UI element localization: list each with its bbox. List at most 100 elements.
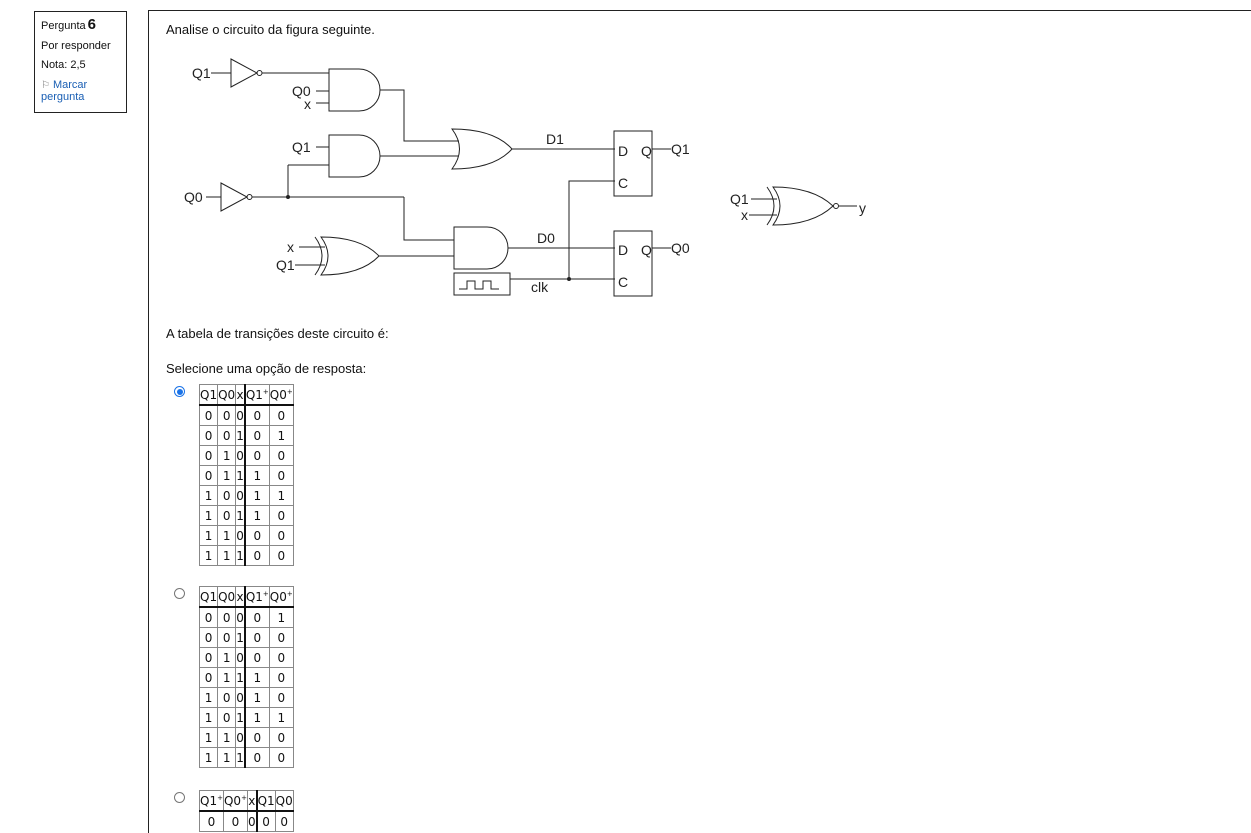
table-cell: 0 [235,525,246,546]
table-cell: 1 [244,485,270,506]
circuit-diagram: Q1 Q0 x Q1 Q0 x Q1 D1 D0 clk D Q C D Q C… [184,58,866,297]
table-cell: 0 [198,404,219,426]
table-cell: 0 [244,647,270,668]
flag-icon: ⚐ [41,80,50,92]
label-q0-out: Q0 [671,240,690,256]
table-cell: 0 [235,445,246,466]
table-cell: 1 [244,687,270,708]
flag-question-label: Marcar pergunta [41,79,88,103]
table-cell: 1 [217,545,237,566]
table-cell: 1 [244,707,270,728]
table-cell: 0 [246,810,258,832]
header-cell: Q1 [198,586,219,608]
label-x-xor: x [287,239,294,255]
header-cell: Q0+ [222,790,248,812]
table-cell: 0 [244,525,270,546]
table-cell: 0 [217,687,237,708]
table-cell: 0 [198,606,219,628]
flag-question-link[interactable]: ⚐Marcar pergunta [41,80,120,103]
table-cell: 0 [217,485,237,506]
header-cell: x [235,384,246,406]
table-cell: 1 [198,707,219,728]
label-ff0-d: D [618,242,628,258]
label-ff1-q: Q [641,143,652,159]
table-cell: 0 [268,404,294,426]
table-cell: 0 [217,707,237,728]
table-cell: 0 [268,445,294,466]
table-cell: 0 [244,445,270,466]
table-cell: 1 [244,667,270,688]
table-cell: 0 [198,647,219,668]
label-x-xnor: x [741,207,748,223]
table-cell: 1 [217,667,237,688]
label-ff0-c: C [618,274,628,290]
header-cell: Q0+ [268,586,294,608]
table-cell: 0 [198,425,219,446]
table-cell: 0 [268,545,294,566]
table-cell: 0 [268,667,294,688]
label-q0-and1: Q0 [292,83,311,99]
table-cell: 1 [244,505,270,526]
label-q1-xor: Q1 [276,257,295,273]
label-q0-in: Q0 [184,189,203,205]
question-status: Por responder [41,40,111,52]
table-cell: 0 [274,810,294,832]
table-cell: 1 [198,747,219,768]
header-cell: x [246,790,258,812]
header-cell: Q1 [198,384,219,406]
table-cell: 0 [268,505,294,526]
label-ff1-c: C [618,175,628,191]
label-y: y [859,200,866,216]
table-cell: 1 [235,667,246,688]
table-cell: 1 [235,707,246,728]
table-cell: 0 [244,606,270,628]
table-cell: 1 [198,687,219,708]
label-q1-in: Q1 [192,65,211,81]
table-cell: 0 [235,404,246,426]
table-cell: 0 [268,647,294,668]
table-cell: 0 [268,627,294,648]
answer-radio-2[interactable] [174,588,185,599]
table-cell: 1 [268,485,294,506]
table-cell: 0 [217,505,237,526]
table-cell: 1 [235,545,246,566]
table-cell: 1 [268,425,294,446]
table-cell: 1 [268,606,294,628]
answer-radio-3[interactable] [174,792,185,803]
table-cell: 1 [217,647,237,668]
header-cell: Q0 [217,586,237,608]
table-cell: 0 [217,606,237,628]
table-cell: 0 [222,810,248,832]
question-intro: Analise o circuito da figura seguinte. [166,22,375,37]
table-cell: 0 [217,627,237,648]
label-ff1-d: D [618,143,628,159]
table-cell: 1 [268,707,294,728]
table-cell: 1 [217,445,237,466]
table-cell: 1 [198,525,219,546]
table-cell: 1 [235,425,246,446]
answer-radio-1[interactable] [174,386,185,397]
label-q1-out: Q1 [671,141,690,157]
table-cell: 1 [198,545,219,566]
table-cell: 1 [235,747,246,768]
table-cell: 1 [235,465,246,486]
table-cell: 0 [256,810,276,832]
question-label: Pergunta [41,20,86,32]
table-cell: 0 [217,404,237,426]
table-cell: 1 [217,465,237,486]
table-cell: 1 [198,505,219,526]
table-cell: 0 [244,425,270,446]
